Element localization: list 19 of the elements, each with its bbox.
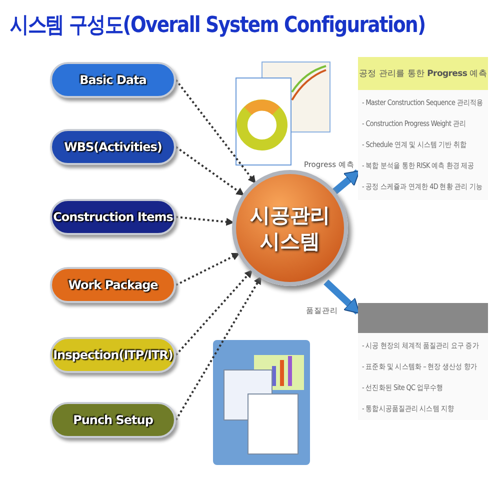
module-pill: WBS(Activities) xyxy=(50,129,176,165)
arrow xyxy=(330,169,360,196)
arrow xyxy=(176,253,240,286)
arrow xyxy=(175,146,244,196)
info-panel xyxy=(358,303,488,420)
module-pill: Construction Items xyxy=(50,199,176,235)
module-pill: Basic Data xyxy=(50,62,176,98)
arrow xyxy=(175,270,253,356)
header-box: 공정 관리를 통한 Progress 예측 xyxy=(358,57,488,90)
arrow xyxy=(324,279,360,315)
system-circle: 시공관리 시스템 xyxy=(232,170,348,286)
title: 시스템 구성도(Overall System Configuration) xyxy=(10,12,426,40)
module-pill: Work Package xyxy=(50,267,176,303)
arrow xyxy=(175,276,262,421)
module-pill: Punch Setup xyxy=(50,402,176,438)
arrow xyxy=(176,216,234,226)
module-pill: Inspection(ITP/ITR) xyxy=(50,337,176,373)
arrow xyxy=(175,79,256,184)
info-panel xyxy=(358,57,488,200)
